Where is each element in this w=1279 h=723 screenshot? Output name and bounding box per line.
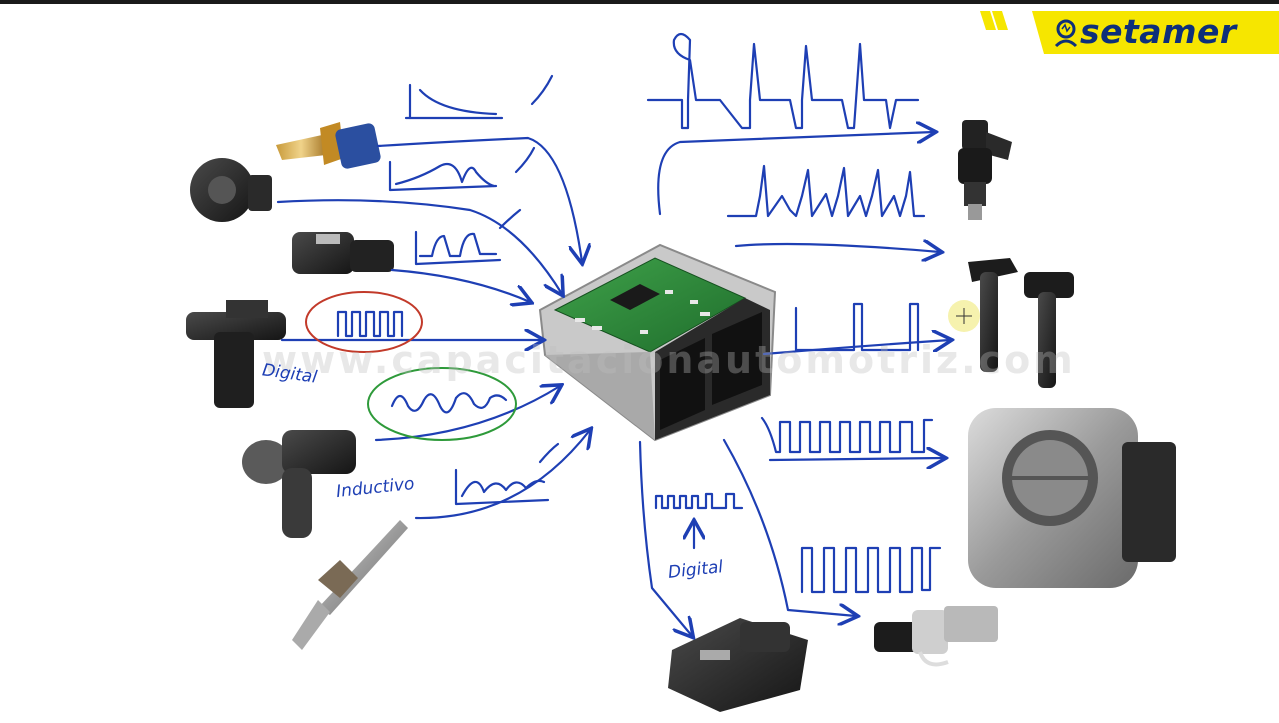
temperature-sensor xyxy=(276,122,381,169)
maf-sensor xyxy=(186,300,286,408)
pedal-module xyxy=(668,618,808,712)
camshaft-sensor xyxy=(242,430,356,538)
map-sensor xyxy=(292,232,394,274)
coil-waveform xyxy=(726,164,926,218)
vvt-waveform xyxy=(800,546,942,594)
throttle-waveform xyxy=(760,416,934,454)
fuel-injector xyxy=(958,120,1012,220)
logo-banner-icon xyxy=(980,11,1279,54)
cam-highlight-circle xyxy=(367,367,517,441)
ecu-module xyxy=(538,243,777,442)
oxygen-sensor xyxy=(292,520,408,650)
cam-waveform xyxy=(390,392,508,414)
ignition-coils xyxy=(968,258,1074,388)
cursor-crosshair-icon xyxy=(948,300,980,332)
vvt-solenoid xyxy=(874,606,998,667)
injector-waveform xyxy=(646,32,920,130)
o2-waveform xyxy=(460,479,546,498)
throttle-body xyxy=(968,408,1176,588)
maf-highlight-circle xyxy=(305,291,423,353)
temp-waveform xyxy=(418,88,498,116)
map-waveform xyxy=(418,232,498,258)
top-border xyxy=(0,0,1279,4)
pedal-waveform xyxy=(654,492,744,510)
tps-waveform xyxy=(394,162,496,188)
logo-text: setamer xyxy=(1080,12,1237,51)
watermark: www.capacitacionautomotriz.com xyxy=(262,338,1076,382)
throttle-position-sensor xyxy=(190,158,272,222)
setamer-logo: setamer xyxy=(972,8,1279,54)
maf-waveform xyxy=(336,310,404,338)
